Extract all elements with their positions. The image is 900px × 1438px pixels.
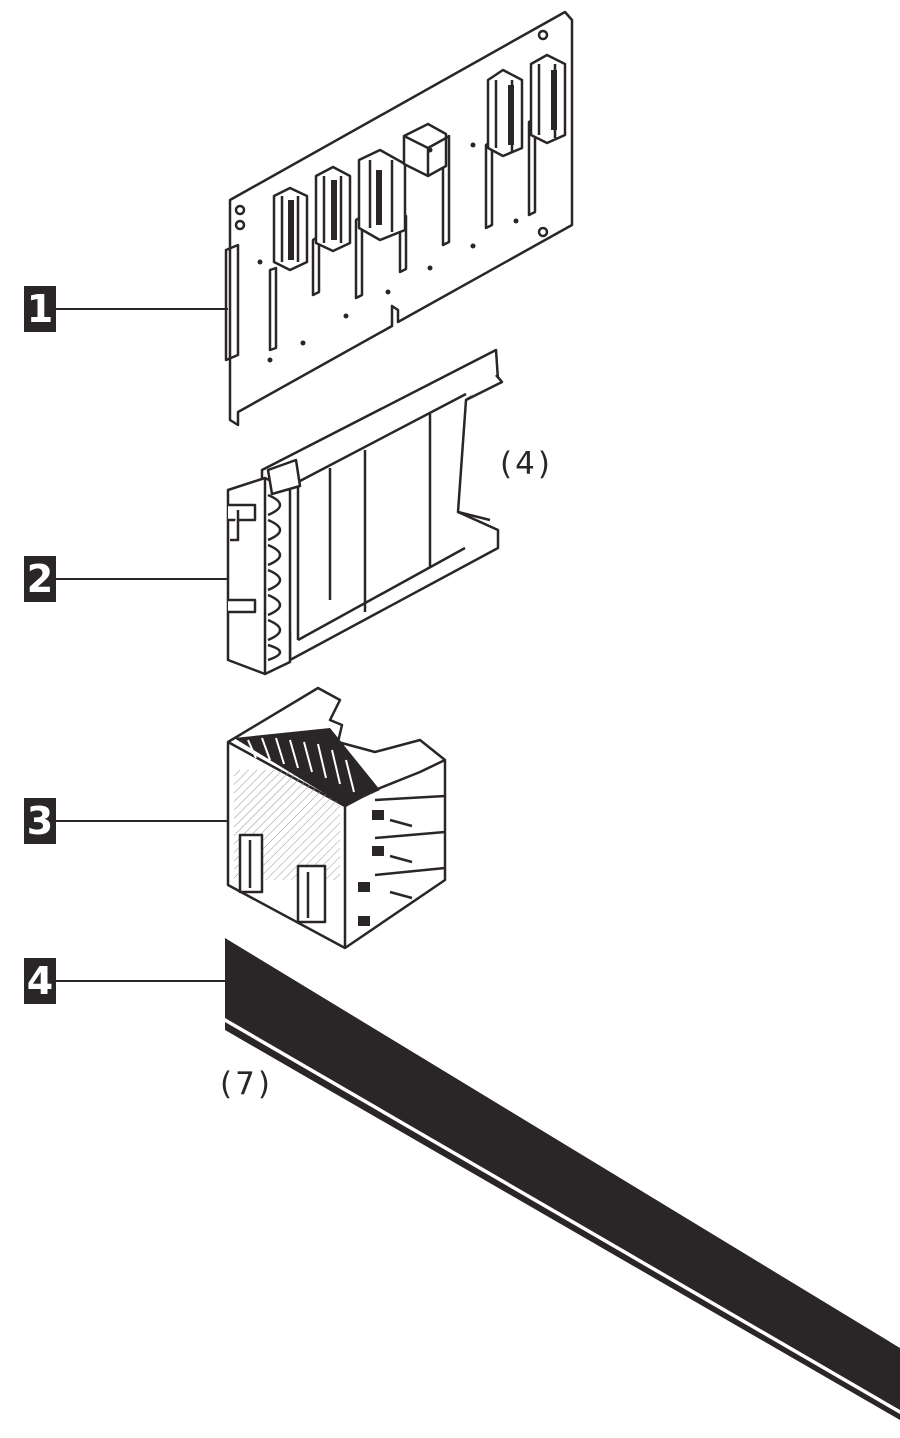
callout-1: 1 [24,286,56,332]
leader-line-2 [56,578,228,580]
drive-carrier-frame [226,348,504,676]
cable-quantity-label: (7) [220,1066,273,1102]
filler-block [226,686,447,950]
callout-4: 4 [24,958,56,1004]
callout-2: 2 [24,556,56,602]
leader-line-4 [56,980,228,982]
cable [224,938,900,1420]
backplane-board [224,10,574,427]
leader-line-3 [56,820,228,822]
leader-line-1 [56,308,228,310]
callout-3: 3 [24,798,56,844]
drive-cage-quantity-label: (4) [500,446,553,482]
